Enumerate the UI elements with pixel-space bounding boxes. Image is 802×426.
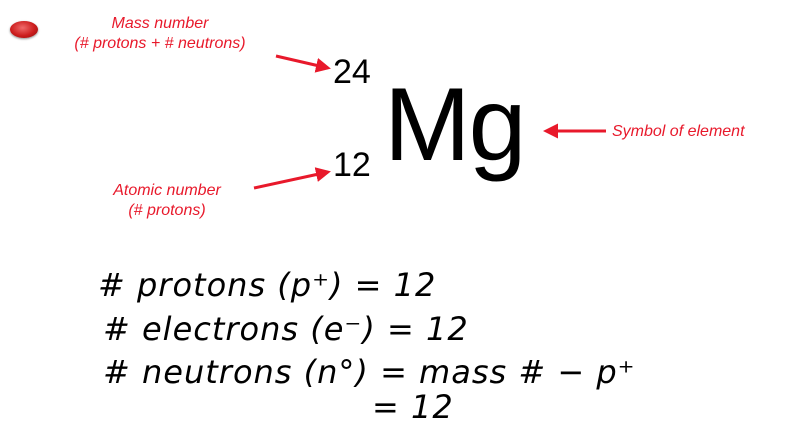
symbol-label: Symbol of element [612, 123, 745, 140]
element-symbol: Mg [384, 67, 526, 183]
mass-number-label: Mass number (# protons + # neutrons) [40, 14, 280, 54]
mass-number-arrow [275, 54, 331, 73]
mass-number-label-line-2: (# protons + # neutrons) [74, 35, 246, 52]
neutrons-equation: # neutrons (n°) = mass # − p⁺ [103, 353, 636, 391]
electrons-equation: # electrons (e⁻) = 12 [103, 310, 469, 348]
atomic-number-label-line-1: Atomic number [113, 182, 221, 199]
atomic-number-label-line-2: (# protons) [128, 202, 206, 219]
atomic-number-label: Atomic number (# protons) [92, 181, 242, 221]
protons-equation: # protons (p⁺) = 12 [98, 266, 437, 304]
mass-number: 24 [333, 53, 371, 91]
neutrons-result: = 12 [372, 388, 454, 426]
atomic-number: 12 [333, 146, 371, 184]
mass-number-label-line-1: Mass number [111, 15, 209, 32]
record-indicator-icon [10, 21, 38, 38]
atomic-number-arrow [253, 167, 331, 190]
